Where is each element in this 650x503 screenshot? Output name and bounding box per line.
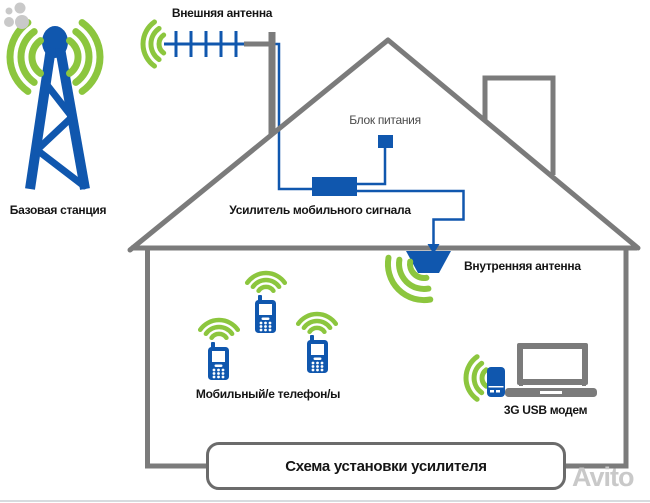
phone-waves-icon bbox=[295, 311, 339, 335]
chimney bbox=[482, 75, 556, 175]
power-supply-label: Блок питания bbox=[349, 113, 421, 127]
amplifier-label: Усилитель мобильного сигнала bbox=[229, 203, 411, 217]
mobile-phones-label: Мобильный/е телефон/ы bbox=[195, 387, 341, 401]
avito-logo-icon bbox=[4, 2, 29, 29]
power-supply-box-icon bbox=[378, 135, 393, 148]
usb-modem-icon bbox=[487, 367, 505, 397]
right-wall-and-floor bbox=[566, 249, 629, 469]
mobile-phone-icon bbox=[255, 295, 276, 333]
title-banner: Схема установки усилителя bbox=[206, 442, 566, 490]
cell-tower-icon bbox=[25, 26, 90, 190]
external-antenna-waves-icon bbox=[140, 19, 167, 69]
left-wall-and-floor bbox=[145, 249, 208, 469]
usb-modem-label: 3G USB модем bbox=[503, 403, 588, 417]
phone-waves-icon bbox=[197, 317, 241, 341]
tower-signal-waves-left-icon bbox=[6, 19, 44, 95]
phone-waves-icon bbox=[244, 270, 288, 294]
modem-waves-icon bbox=[463, 354, 489, 402]
tower-signal-waves-right-icon bbox=[66, 19, 104, 95]
internal-antenna-waves-icon bbox=[384, 254, 434, 304]
amplifier-box-icon bbox=[312, 177, 357, 196]
house-outline bbox=[127, 37, 641, 469]
external-antenna-label: Внешняя антенна bbox=[171, 6, 273, 20]
laptop-icon bbox=[505, 343, 597, 397]
antenna-mast bbox=[244, 32, 276, 134]
base-station-label: Базовая станция bbox=[9, 203, 107, 217]
antenna-cable bbox=[252, 42, 313, 191]
title-banner-text: Схема установки усилителя bbox=[285, 457, 487, 475]
avito-watermark-text: Avito bbox=[572, 462, 634, 492]
internal-antenna-label: Внутренняя антенна bbox=[464, 259, 581, 273]
internal-antenna-cable bbox=[356, 189, 465, 245]
power-cable bbox=[357, 148, 387, 186]
internal-antenna-icon bbox=[406, 251, 451, 273]
yagi-antenna-icon bbox=[164, 31, 248, 57]
mobile-phone-icon bbox=[307, 335, 328, 373]
mobile-phone-icon bbox=[208, 342, 229, 380]
cable-arrow-icon bbox=[427, 244, 440, 254]
bottom-border-line bbox=[0, 500, 650, 502]
